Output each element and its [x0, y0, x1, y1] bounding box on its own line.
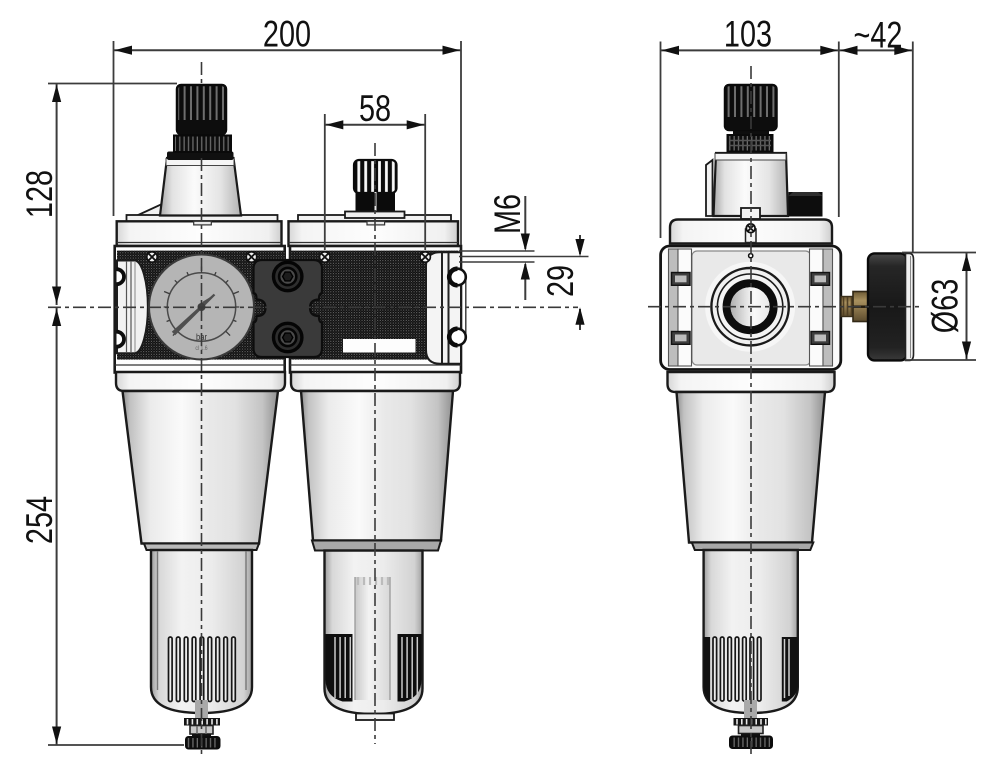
svg-text:29: 29 — [541, 265, 582, 297]
svg-text:254: 254 — [20, 496, 61, 544]
svg-text:M6: M6 — [488, 194, 529, 234]
svg-text:cl 1.6: cl 1.6 — [195, 346, 207, 352]
svg-text:128: 128 — [20, 170, 61, 218]
svg-text:103: 103 — [724, 14, 772, 55]
svg-text:200: 200 — [263, 14, 311, 55]
svg-text:58: 58 — [359, 89, 391, 130]
svg-text:Ø63: Ø63 — [925, 279, 966, 334]
svg-text:~42: ~42 — [854, 15, 903, 56]
